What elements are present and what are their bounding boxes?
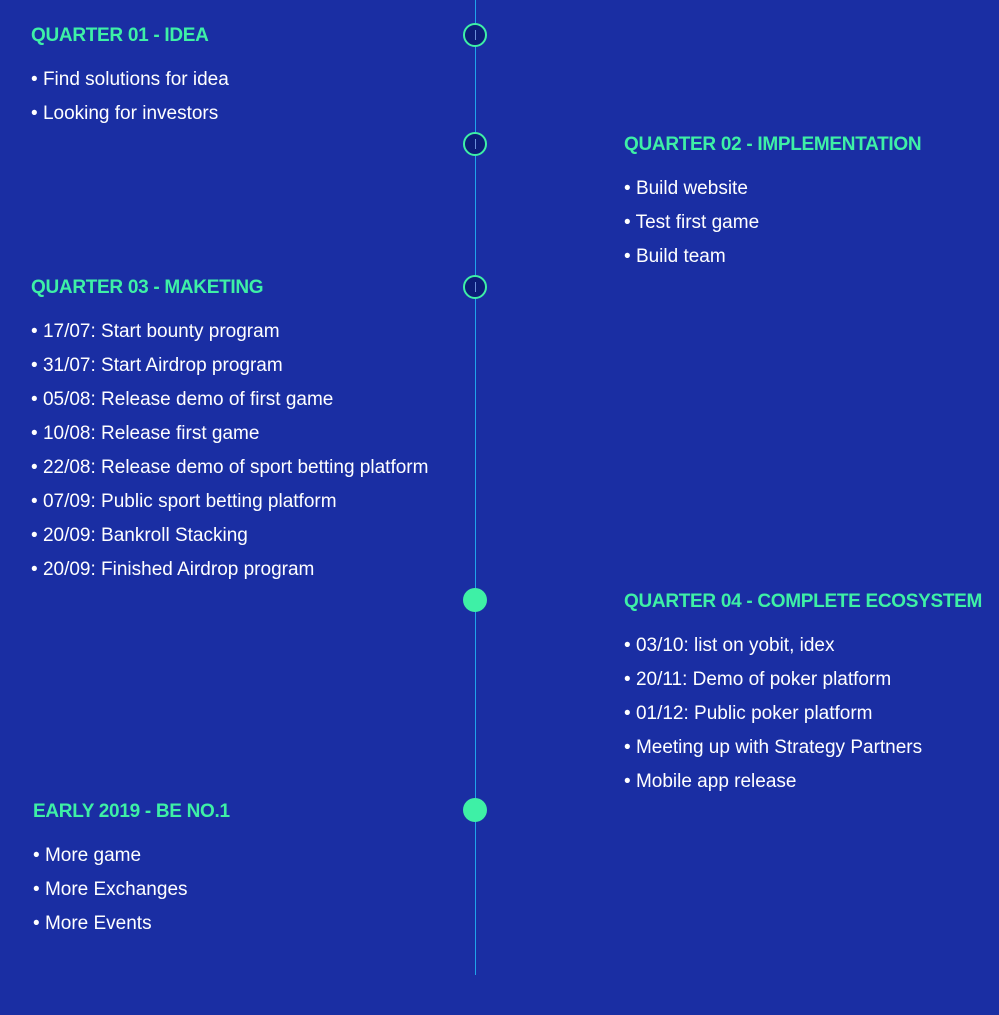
milestone-marker-2019: [463, 798, 487, 822]
milestone-item: More game: [33, 839, 230, 873]
milestone-title: QUARTER 01 - IDEA: [31, 25, 209, 46]
milestone-items: More game More Exchanges More Events: [33, 839, 230, 941]
milestone-item: 20/09: Finished Airdrop program: [31, 553, 428, 587]
milestone-2019: EARLY 2019 - BE NO.1 More game More Exch…: [33, 801, 230, 941]
milestone-item: Find solutions for idea: [31, 63, 229, 97]
milestone-q2: QUARTER 02 - IMPLEMENTATION Build websit…: [624, 134, 922, 274]
milestone-marker-q4: [463, 588, 487, 612]
milestone-title: QUARTER 03 - MAKETING: [31, 277, 264, 298]
milestone-item: 20/11: Demo of poker platform: [624, 663, 982, 697]
milestone-item: Looking for investors: [31, 97, 229, 131]
milestone-item: 05/08: Release demo of first game: [31, 383, 428, 417]
milestone-items: Find solutions for idea Looking for inve…: [31, 63, 229, 131]
milestone-item: 31/07: Start Airdrop program: [31, 349, 428, 383]
milestone-title: QUARTER 04 - COMPLETE ECOSYSTEM: [624, 591, 983, 612]
milestone-marker-q1: [463, 23, 487, 47]
milestone-q4: QUARTER 04 - COMPLETE ECOSYSTEM 03/10: l…: [624, 591, 982, 799]
milestone-item: Build team: [624, 240, 921, 274]
milestone-item: More Exchanges: [33, 873, 230, 907]
milestone-q1: QUARTER 01 - IDEA Find solutions for ide…: [31, 25, 229, 131]
milestone-item: 22/08: Release demo of sport betting pla…: [31, 451, 429, 485]
milestone-item: Build website: [624, 172, 921, 206]
milestone-marker-q3: [463, 275, 487, 299]
milestone-item: 10/08: Release first game: [31, 417, 428, 451]
milestone-item: 01/12: Public poker platform: [624, 697, 982, 731]
milestone-item: 03/10: list on yobit, idex: [624, 629, 982, 663]
timeline-line: [475, 0, 476, 975]
milestone-title: QUARTER 02 - IMPLEMENTATION: [624, 134, 922, 155]
milestone-item: Test first game: [624, 206, 921, 240]
milestone-item: 07/09: Public sport betting platform: [31, 485, 428, 519]
milestone-q3: QUARTER 03 - MAKETING 17/07: Start bount…: [31, 277, 428, 587]
milestone-marker-q2: [463, 132, 487, 156]
milestone-items: 03/10: list on yobit, idex 20/11: Demo o…: [624, 629, 982, 799]
milestone-item: Meeting up with Strategy Partners: [624, 731, 982, 765]
milestone-item: More Events: [33, 907, 230, 941]
milestone-item: Mobile app release: [624, 765, 982, 799]
milestone-item: 17/07: Start bounty program: [31, 315, 428, 349]
milestone-item: 20/09: Bankroll Stacking: [31, 519, 428, 553]
milestone-items: Build website Test first game Build team: [624, 172, 921, 274]
milestone-items: 17/07: Start bounty program 31/07: Start…: [31, 315, 429, 587]
milestone-title: EARLY 2019 - BE NO.1: [33, 801, 230, 822]
